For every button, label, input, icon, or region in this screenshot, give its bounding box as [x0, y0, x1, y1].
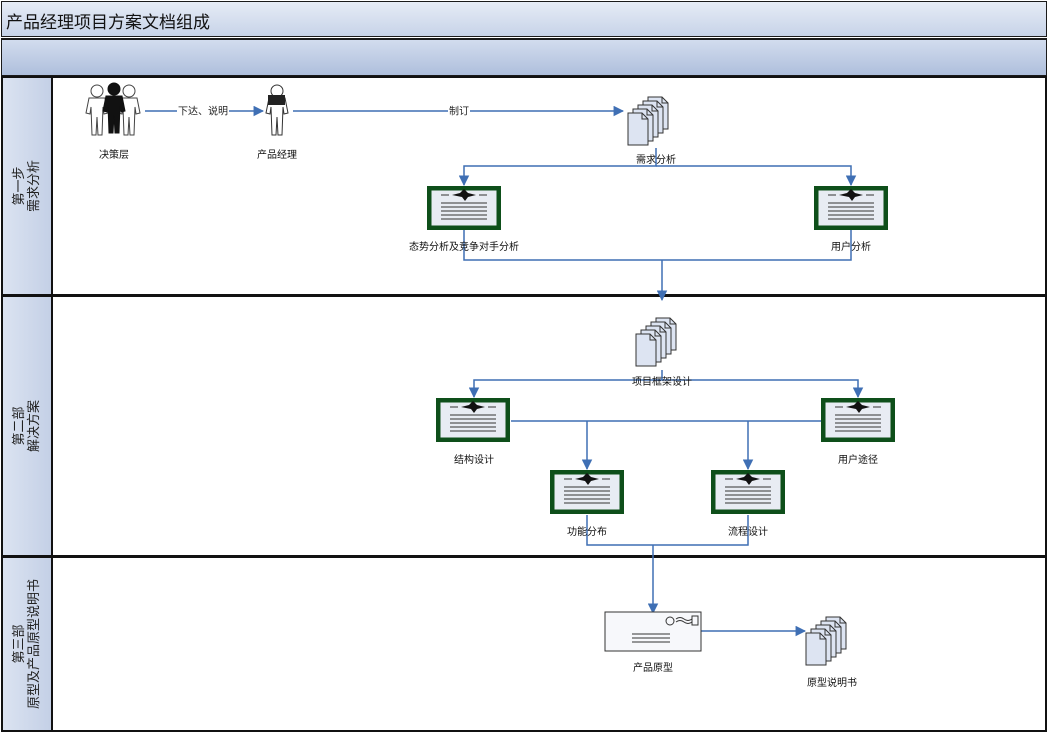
lane-header: 第一步 需求分析: [3, 78, 53, 294]
edge-label: 制订: [448, 102, 470, 118]
node-label: 产品经理: [257, 150, 297, 161]
node-label: 结构设计: [454, 455, 494, 466]
title-bar: 产品经理项目方案文档组成: [1, 1, 1047, 37]
function-distribution-icon: [549, 469, 625, 515]
lane-header: 第三部 原型及产品原型说明书: [3, 558, 53, 730]
node-label: 需求分析: [636, 155, 676, 166]
edge-merge-analysis: [463, 230, 852, 261]
node-label: 功能分布: [567, 527, 607, 538]
prototype-envelope-icon: [604, 611, 702, 652]
edge-req-to-user: [656, 165, 857, 187]
lane-prototype: 第三部 原型及产品原型说明书: [1, 556, 1047, 732]
edge-framework-to-userpath: [662, 379, 864, 399]
node-label: 用户分析: [831, 242, 871, 253]
node-label: 态势分析及竞争对手分析: [409, 242, 519, 253]
decision-layer-icon: [85, 82, 141, 136]
structure-design-icon: [435, 397, 511, 443]
edge-req-to-situation: [458, 148, 657, 187]
req-analysis-icon: [628, 97, 668, 145]
user-analysis-icon: [813, 185, 889, 231]
node-label: 原型说明书: [807, 678, 857, 689]
node-label: 产品原型: [633, 663, 673, 674]
header-band: [1, 38, 1047, 76]
edge-label: 下达、说明: [177, 102, 229, 118]
edge-merge-design: [586, 515, 749, 546]
edge-framework-to-structure: [468, 370, 663, 399]
situation-analysis-icon: [426, 185, 502, 231]
node-label: 流程设计: [728, 527, 768, 538]
flow-design-icon: [710, 469, 786, 515]
diagram-title: 产品经理项目方案文档组成: [6, 13, 210, 33]
user-path-icon: [820, 397, 896, 443]
node-label: 用户途径: [838, 455, 878, 466]
lane-header: 第二部 解决方案: [3, 297, 53, 555]
prototype-doc-icon: [806, 617, 846, 665]
product-manager-icon: [265, 84, 289, 136]
node-label: 项目框架设计: [632, 377, 692, 388]
node-label: 决策层: [99, 150, 129, 161]
framework-design-icon: [636, 318, 676, 366]
